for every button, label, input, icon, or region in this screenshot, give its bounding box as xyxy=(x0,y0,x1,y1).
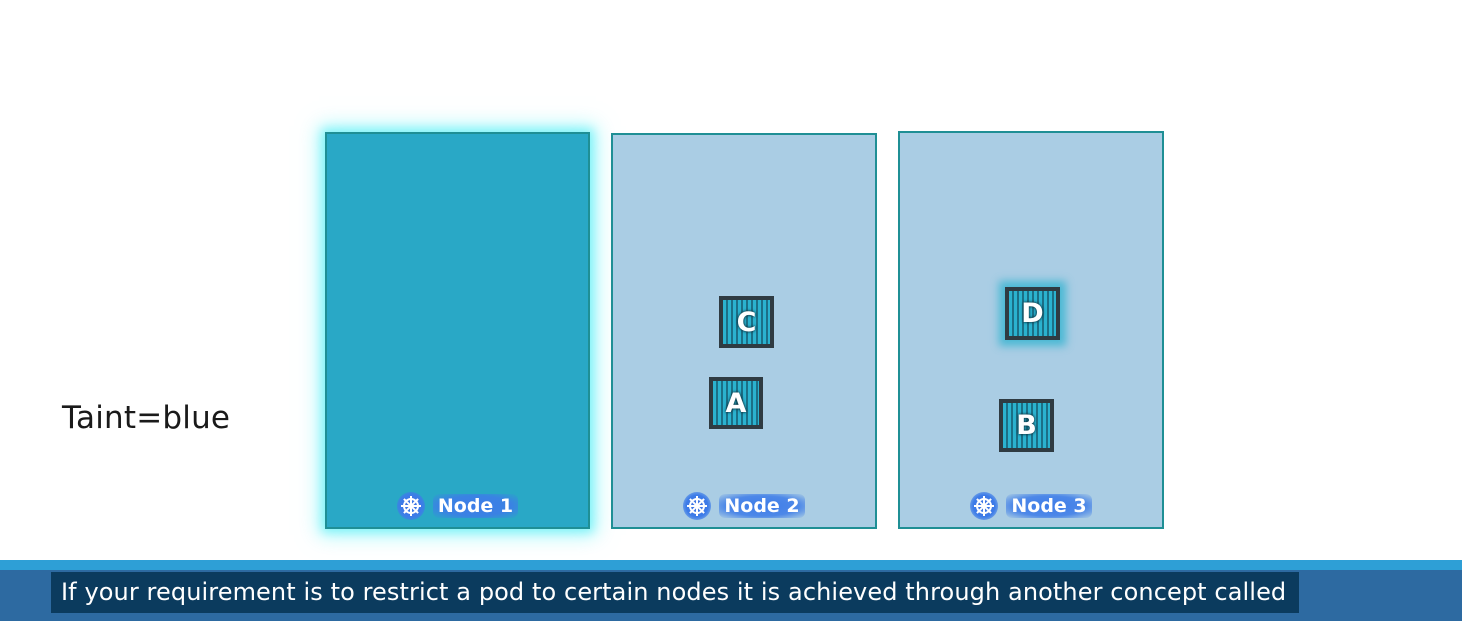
node-3-label: Node 3 xyxy=(900,491,1162,521)
kubernetes-helm-icon xyxy=(683,492,712,520)
node-1-label: Node 1 xyxy=(327,491,588,521)
kubernetes-helm-icon xyxy=(396,492,425,520)
pod-c: C xyxy=(719,296,774,348)
kubernetes-helm-icon xyxy=(970,492,999,520)
caption-text: If your requirement is to restrict a pod… xyxy=(51,572,1300,613)
pod-b: B xyxy=(999,399,1054,452)
node-2-name: Node 2 xyxy=(719,494,805,518)
pod-d-letter: D xyxy=(1021,298,1044,329)
node-1-box: Node 1 xyxy=(325,132,590,529)
node-2-label: Node 2 xyxy=(613,491,875,521)
pod-a: A xyxy=(709,377,763,429)
pod-b-letter: B xyxy=(1016,410,1037,441)
node-3-name: Node 3 xyxy=(1006,494,1092,518)
taint-label: Taint=blue xyxy=(62,400,231,436)
pod-d: D xyxy=(1005,287,1060,340)
pod-a-letter: A xyxy=(725,387,747,419)
pod-c-letter: C xyxy=(736,306,757,338)
node-1-name: Node 1 xyxy=(432,494,519,518)
